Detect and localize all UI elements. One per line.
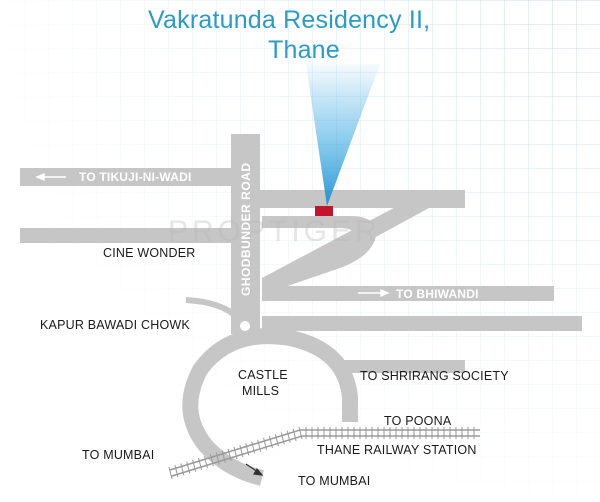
road-diagonal-ramp	[262, 194, 440, 292]
label-castle: CASTLE	[238, 368, 288, 382]
watermark: PROPTIGER	[168, 215, 381, 248]
label-railway-station: THANE RAILWAY STATION	[317, 443, 477, 457]
road-castle-mills-arc	[182, 328, 358, 486]
road-bhiwandi	[262, 286, 554, 301]
label-mumbai-left: TO MUMBAI	[82, 448, 155, 462]
label-poona: TO POONA	[384, 414, 452, 428]
label-kapur-bawadi: KAPUR BAWADI CHOWK	[40, 318, 190, 332]
road-label-bhiwandi: TO BHIWANDI	[396, 287, 479, 301]
railway-line	[168, 426, 480, 480]
location-beam	[306, 64, 380, 206]
label-shrirang: TO SHRIRANG SOCIETY	[360, 369, 509, 383]
arrow-bhiwandi-icon	[358, 288, 390, 298]
road-cine-wonder	[20, 228, 231, 243]
road-label-tikuji: TO TIKUJI-NI-WADI	[79, 170, 192, 184]
location-marker-icon	[315, 206, 333, 216]
label-cine-wonder: CINE WONDER	[103, 246, 196, 260]
road-shrirang	[335, 360, 465, 373]
road-kapur-curve	[185, 297, 241, 321]
arrow-tikuji-icon	[35, 172, 66, 182]
label-mumbai-bottom: TO MUMBAI	[298, 474, 371, 488]
road-label-ghodbunder: GHODBUNDER ROAD	[239, 162, 253, 297]
label-mills: MILLS	[242, 384, 280, 398]
arrow-mumbai-icon	[245, 463, 264, 476]
map-title-line2: Thane	[268, 36, 340, 64]
map-title-line1: Vakratunda Residency II,	[148, 6, 431, 34]
road-tikuji	[20, 168, 231, 186]
kapur-bawadi-junction	[240, 321, 250, 331]
road-kapur-east	[262, 316, 582, 331]
road-ghodbunder	[231, 134, 260, 334]
